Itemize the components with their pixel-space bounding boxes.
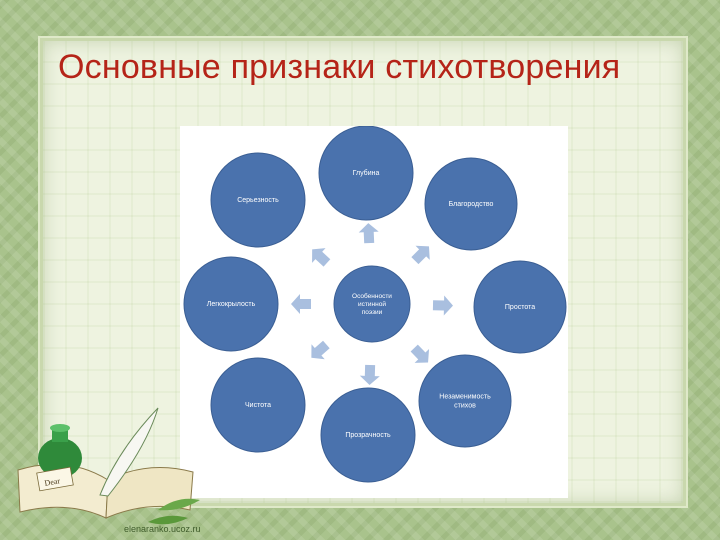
arrow-nobility xyxy=(411,245,430,265)
node-label: Глубина xyxy=(353,169,380,177)
arrow-depth xyxy=(358,223,379,244)
arrow-seriousness xyxy=(312,248,331,267)
node-simplicity: Простота xyxy=(473,260,567,354)
card-text: Dear xyxy=(44,476,61,488)
node-transparency: Прозрачность xyxy=(320,387,416,483)
node-label: Благородство xyxy=(449,201,494,208)
inkwell-icon xyxy=(38,424,82,478)
node-lightness: Легкокрылость xyxy=(183,256,279,352)
node-label: стихов xyxy=(454,403,476,410)
slide-title: Основные признаки стихотворения xyxy=(58,48,621,86)
node-seriousness: Серьезность xyxy=(210,152,306,248)
node-label: Незаменимость xyxy=(439,394,491,401)
node-label: Простота xyxy=(505,304,535,311)
node-label: Чистота xyxy=(245,402,271,409)
arrow-purity xyxy=(311,340,330,360)
letter-card-icon: Dear xyxy=(36,466,74,492)
center-label-line: поэзии xyxy=(362,309,383,316)
node-irreplaceability: Незаменимость стихов xyxy=(418,354,512,448)
quill-inkwell-decoration: Dear xyxy=(17,407,200,525)
node-label: Прозрачность xyxy=(345,432,391,439)
arrow-simplicity xyxy=(432,295,453,316)
footer-url: elenaranko.ucoz.ru xyxy=(124,524,201,534)
node-purity: Чистота xyxy=(210,357,306,453)
node-label: Серьезность xyxy=(237,197,279,204)
node-label: Легкокрылость xyxy=(207,301,256,308)
arrow-lightness xyxy=(291,294,311,314)
arrow-irreplaceability xyxy=(410,344,430,363)
center-label-line: Особенности xyxy=(352,292,392,300)
node-depth: Глубина xyxy=(318,126,414,221)
leaves-icon xyxy=(148,498,200,525)
node-nobility: Благородство xyxy=(424,157,518,251)
center-label-line: истинной xyxy=(358,300,386,308)
arrow-transparency xyxy=(359,364,380,385)
quill-icon xyxy=(99,407,159,497)
